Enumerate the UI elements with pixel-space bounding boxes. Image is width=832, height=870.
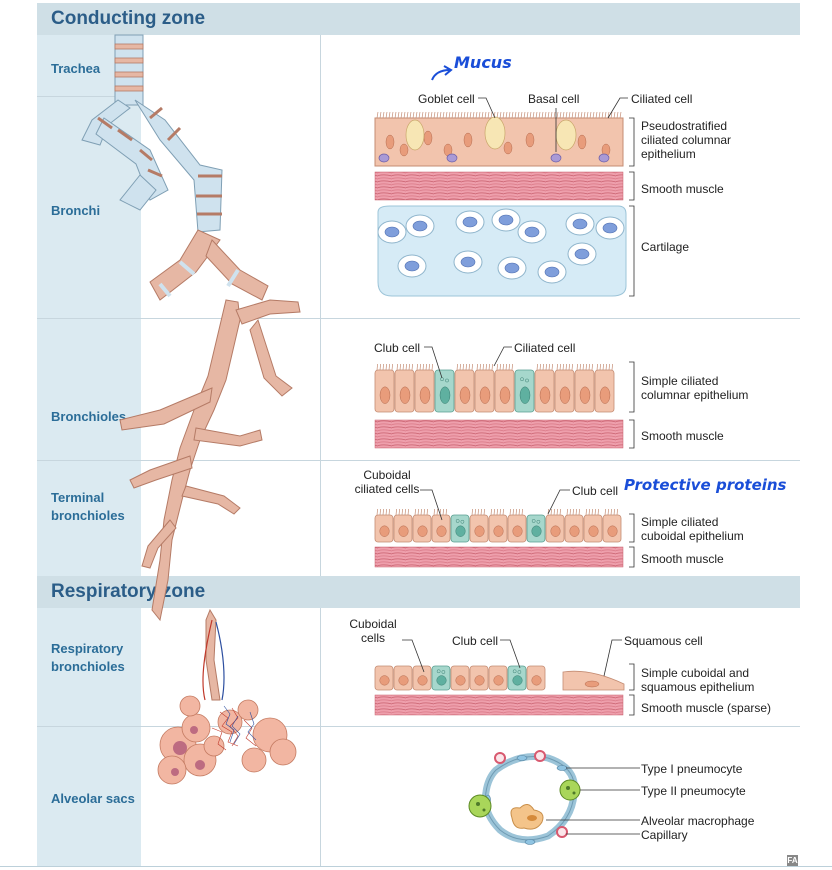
right-bronchus-illustration — [134, 99, 269, 301]
airway-tree — [81, 34, 301, 785]
squamous-cell — [562, 670, 625, 691]
label-squamous-cell: Squamous cell — [624, 634, 703, 648]
row-label-alveolar-sacs: Alveolar sacs — [51, 791, 135, 806]
row-label-bronchi: Bronchi — [51, 203, 101, 218]
row-divider — [37, 318, 800, 319]
leader-lines — [402, 97, 640, 835]
smooth-muscle-layer — [374, 419, 624, 449]
row-label-trachea: Trachea — [51, 61, 101, 76]
type-ii-pneumocytes — [468, 779, 581, 818]
bronchi-histology — [374, 111, 627, 297]
label-cuboidal-ciliated-cells: Cuboidal ciliated cells — [354, 468, 420, 496]
handwritten-arrow — [431, 65, 453, 81]
alveolar-cluster-illustration — [157, 608, 297, 785]
bronchioles-histology — [374, 363, 624, 449]
smooth-muscle-layer — [374, 171, 624, 201]
capillary-cells — [494, 750, 568, 838]
pseudostratified-epithelium — [374, 111, 624, 167]
label-simple-ciliated-columnar: Simple ciliated columnar epithelium — [641, 374, 749, 402]
label-smooth-muscle: Smooth muscle — [641, 552, 724, 566]
row-divider — [37, 96, 141, 97]
watermark-badge: FA — [787, 855, 798, 866]
conducting-zone-band: Conducting zone — [37, 3, 800, 35]
goblet-cells — [405, 116, 577, 151]
left-column-bottom — [37, 608, 141, 866]
column-divider-bottom — [320, 608, 321, 866]
column-divider-top — [320, 35, 321, 576]
label-ciliated-cell: Ciliated cell — [631, 92, 693, 106]
handwritten-mucus: Mucus — [454, 53, 512, 72]
label-cartilage: Cartilage — [641, 240, 690, 254]
label-club-cell: Club cell — [572, 484, 619, 498]
macrophage — [510, 804, 544, 830]
label-smooth-muscle: Smooth muscle — [641, 429, 724, 443]
bottom-border — [0, 866, 832, 867]
label-smooth-muscle-sparse: Smooth muscle (sparse) — [641, 701, 772, 715]
row-label-terminal-bronchioles: Terminal bronchioles — [51, 490, 125, 523]
smooth-muscle-layer — [374, 546, 624, 568]
smooth-muscle-layer — [374, 694, 624, 716]
row-divider — [37, 726, 800, 727]
row-label-bronchioles: Bronchioles — [51, 409, 127, 424]
row-label-respiratory-bronchioles: Respiratory bronchioles — [51, 641, 125, 674]
label-pseudostratified: Pseudostratified ciliated columnar epith… — [641, 119, 732, 161]
alveolus-illustration — [468, 750, 581, 845]
conducting-zone-title: Conducting zone — [51, 8, 206, 29]
label-simple-ciliated-cuboidal: Simple ciliated cuboidal epithelium — [641, 515, 744, 543]
handwritten-protective-proteins: Protective proteins — [624, 476, 787, 494]
terminal-bronchioles-histology — [374, 508, 624, 568]
bronchiole-illustration — [119, 299, 301, 622]
label-type-i-pneumocyte: Type I pneumocyte — [641, 762, 743, 776]
respiratory-bronchioles-histology — [374, 665, 625, 716]
row-divider — [37, 460, 800, 461]
basal-cells — [378, 153, 610, 163]
label-basal-cell: Basal cell — [528, 92, 580, 106]
cartilage-layer — [377, 205, 627, 297]
label-goblet-cell: Goblet cell — [418, 92, 475, 106]
label-ciliated-cell: Ciliated cell — [514, 341, 576, 355]
label-alveolar-macrophage: Alveolar macrophage — [641, 814, 755, 828]
label-smooth-muscle: Smooth muscle — [641, 182, 724, 196]
label-capillary: Capillary — [641, 828, 688, 842]
label-type-ii-pneumocyte: Type II pneumocyte — [641, 784, 746, 798]
label-simple-cuboidal-squamous: Simple cuboidal and squamous epithelium — [641, 666, 755, 694]
left-bronchus-illustration — [81, 99, 169, 211]
trachea-illustration — [114, 34, 144, 106]
label-cuboidal-cells: Cuboidal cells — [349, 617, 397, 645]
label-club-cell: Club cell — [452, 634, 499, 648]
label-club-cell: Club cell — [374, 341, 421, 355]
